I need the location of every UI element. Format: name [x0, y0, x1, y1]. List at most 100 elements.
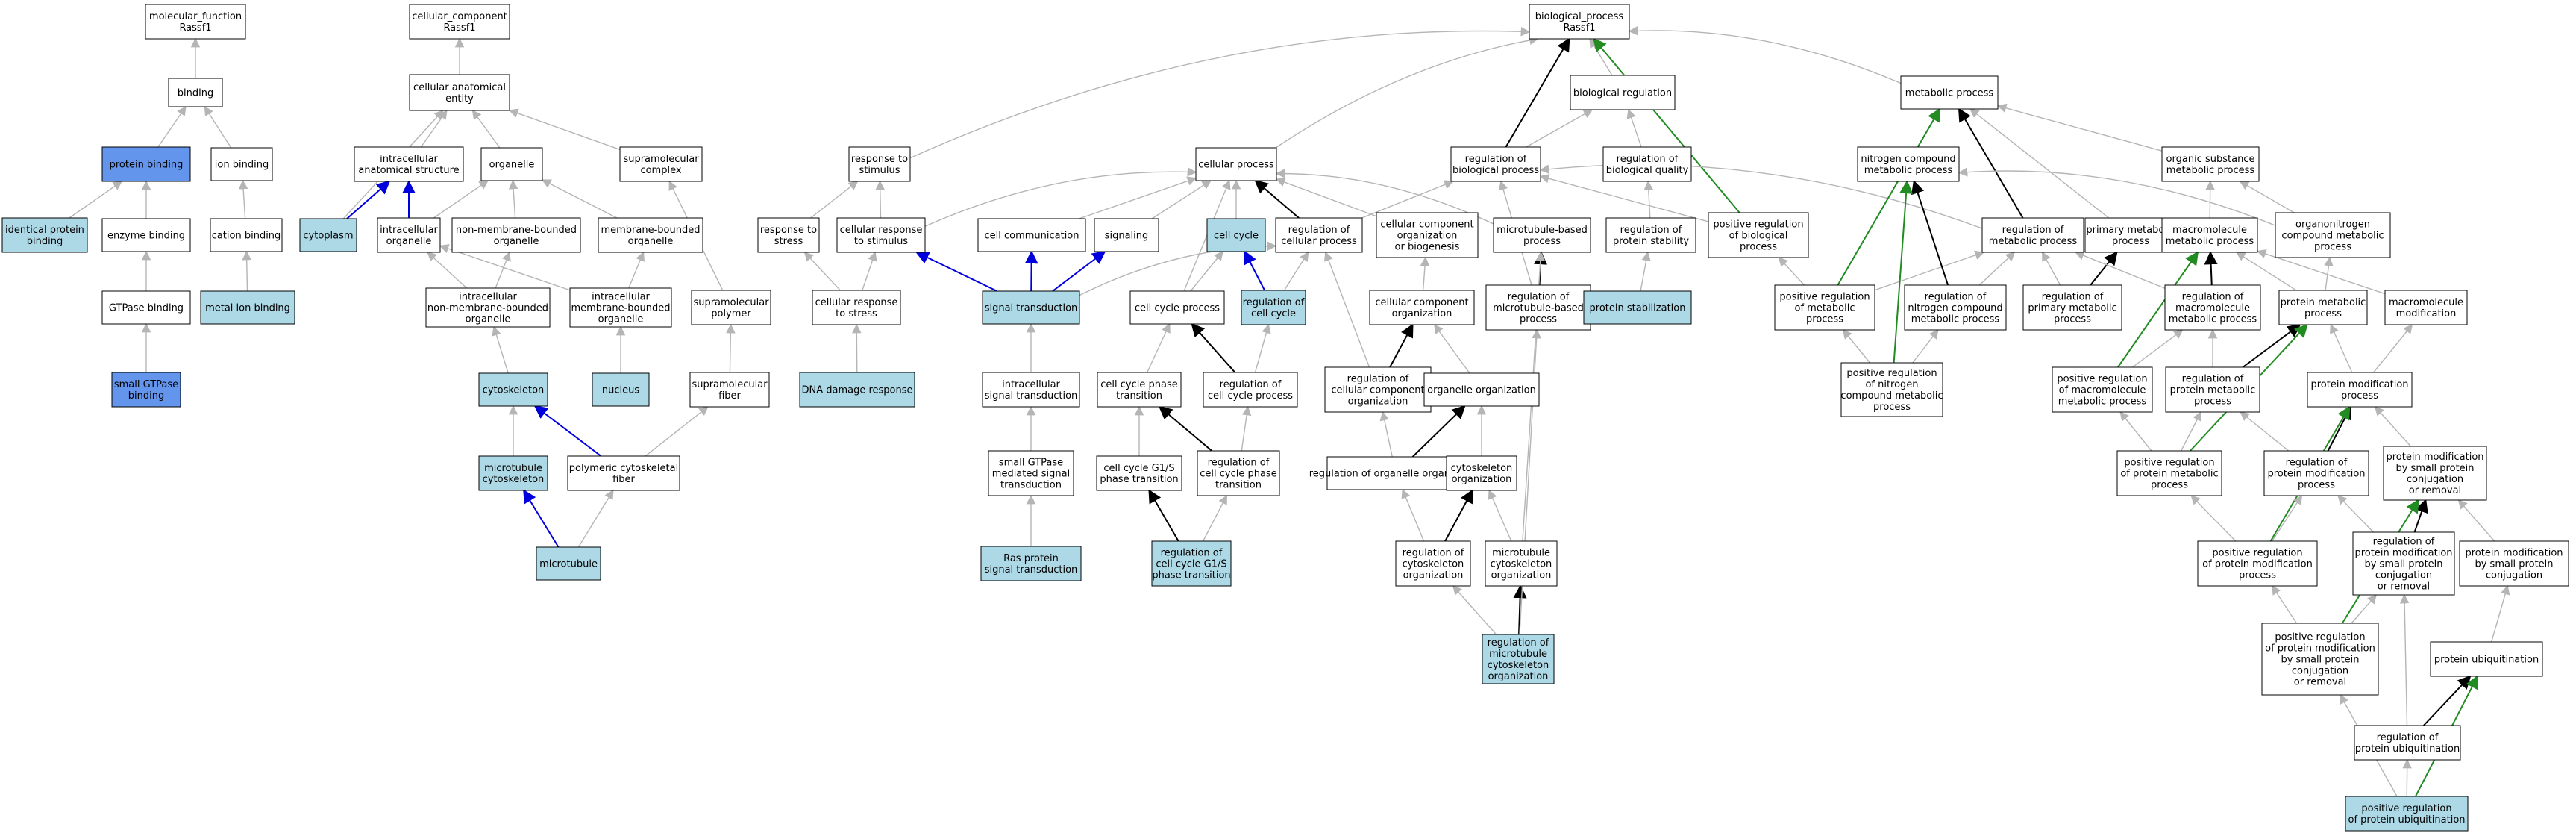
edge-posregprotmp-to-regprotmp [2180, 411, 2202, 452]
edge-regcco-to-cco [1389, 323, 1414, 368]
node-box [1, 217, 88, 253]
edge-regcp-to-cellproc [1254, 179, 1300, 219]
edge-resp_stim-to-bp [909, 26, 1531, 159]
edge-regmacromp-to-macromp [2204, 251, 2218, 286]
node-box [1376, 212, 1479, 258]
node-box [2307, 372, 2413, 408]
edge-intranmbo-to-nmbo [495, 251, 511, 289]
node-label-line: regulation of [1488, 637, 1549, 649]
node-label-line: intracellular [459, 292, 517, 303]
node-label-line: of protein ubiquitination [2348, 814, 2465, 826]
node-label-line: cell cycle phase [1200, 469, 1276, 480]
edge-posregprotmp-to-posregmacromp [2119, 411, 2152, 452]
node-label-line: intracellular [380, 225, 438, 236]
edge-regcc-to-regcp [1283, 251, 1309, 291]
node-label-line: organelle [598, 314, 644, 325]
node-label-line: transition [1215, 480, 1262, 491]
node-label-line: organization [1452, 474, 1512, 485]
node-box [1097, 372, 1182, 408]
edge-orgorg-to-cco [1433, 323, 1470, 374]
go-term-node-metalion: metal ion binding [200, 290, 295, 325]
node-label-line: metabolic process [1905, 88, 1994, 99]
node-label-line: process [1806, 314, 1843, 325]
node-box [2165, 366, 2260, 413]
node-label-line: regulation of [1208, 458, 1270, 469]
node-label-line: regulation of [1161, 548, 1223, 559]
node-label-line: cytoskeleton [483, 474, 545, 485]
node-box [1324, 366, 1432, 413]
node-box [977, 218, 1086, 252]
edge-regccpt-to-regccp [1241, 405, 1252, 452]
go-term-node-protstab: protein stabilization [1583, 290, 1692, 325]
edge-regprotmod-to-protmod [2327, 405, 2351, 452]
node-box [536, 546, 601, 581]
edge-cytoplasm-to-ias [346, 180, 391, 219]
node-label-line: or biogenesis [1395, 242, 1460, 253]
edge-posregmp-to-posregbp [1778, 257, 1805, 286]
node-label-line: positive regulation [2057, 374, 2147, 385]
node-box [2263, 450, 2369, 496]
node-label-line: process [2112, 236, 2149, 247]
node-label-line: nucleus [602, 385, 639, 396]
node-label-line: process [1523, 236, 1561, 247]
node-label-line: protein modification [2354, 548, 2452, 559]
edge-regncmp-to-ncmp [1911, 180, 1949, 286]
node-label-line: organization [1392, 308, 1452, 319]
node-box [1840, 362, 1943, 417]
node-label-line: cell cycle process [1135, 303, 1220, 314]
node-box [2275, 212, 2391, 258]
node-box [354, 146, 464, 182]
node-box [1774, 284, 1875, 331]
node-label-line: or removal [2378, 581, 2430, 593]
node-box [1708, 212, 1809, 258]
go-term-node-organelle: organelle [480, 147, 543, 181]
edge-posregmp-to-metproc [1837, 107, 1941, 286]
node-box [757, 217, 820, 253]
node-box [2164, 284, 2261, 331]
edge-ionbind-to-binding [204, 105, 232, 149]
node-box [2354, 725, 2461, 761]
node-label-line: modification [2396, 308, 2457, 319]
node-label-line: by small protein [2281, 655, 2359, 666]
node-box [836, 217, 926, 253]
edge-regpmsp-to-regprotmod [2337, 495, 2374, 533]
node-box [1981, 217, 2084, 253]
edge-intraorg-to-organelle [433, 180, 489, 219]
node-box [1326, 456, 1465, 490]
edge-intranmbo-to-intraorg [427, 252, 468, 289]
node-box [1485, 284, 1591, 331]
edge-regprotubiq-to-protubiq [2423, 675, 2472, 726]
node-label-line: conjugation [2407, 474, 2463, 485]
node-label-line: binding [27, 236, 63, 247]
edge-regmacromp-to-regmp [2074, 251, 2166, 289]
edge-regmp-to-metproc [1958, 107, 2024, 219]
node-label-line: or removal [2409, 485, 2461, 496]
go-term-node-intranmbo: intracellularnon-membrane-boundedorganel… [425, 287, 551, 328]
node-label-line: cellular_component [412, 11, 507, 22]
node-box [1395, 540, 1471, 587]
node-label-line: cellular response [840, 225, 923, 236]
node-label-line: intracellular [592, 292, 650, 303]
edge-protubiq-to-pmspconj [2490, 584, 2510, 643]
node-box [1602, 146, 1692, 182]
edge-posregprotmod-to-posregprotmp [2190, 495, 2237, 542]
